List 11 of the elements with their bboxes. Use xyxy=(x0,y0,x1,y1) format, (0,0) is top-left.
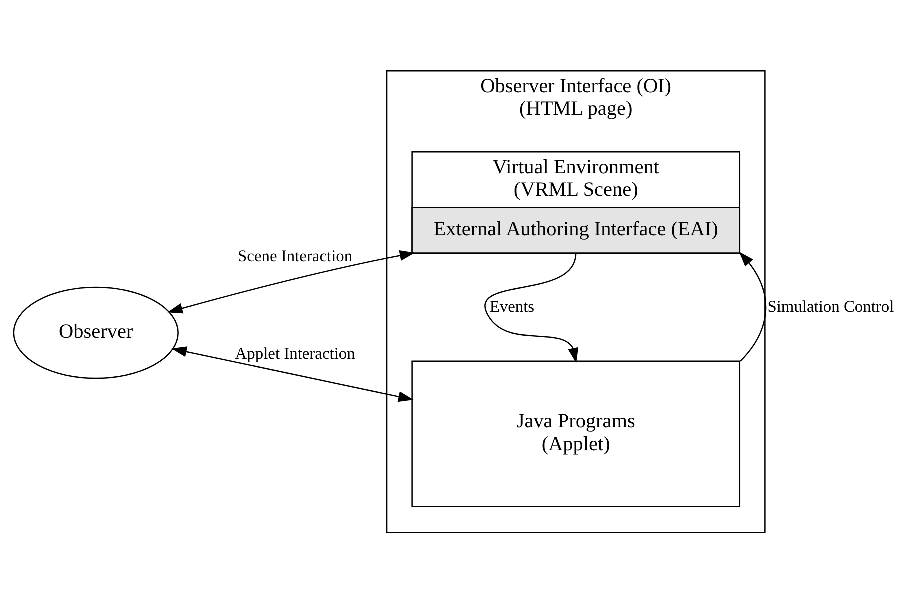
edge-label: Applet Interaction xyxy=(235,343,356,362)
node-box: External Authoring Interface (EAI) xyxy=(412,206,741,254)
edge-label: Events xyxy=(490,296,535,316)
edge-label: Simulation Control xyxy=(768,296,894,316)
arrow xyxy=(168,250,416,314)
edge-label: Scene Interaction xyxy=(238,246,353,265)
arrow xyxy=(739,251,767,362)
arrow xyxy=(484,252,579,363)
node-box: Java Programs (Applet) xyxy=(412,360,741,508)
node-ellipse: Observer xyxy=(13,286,179,379)
arrow xyxy=(172,346,414,402)
